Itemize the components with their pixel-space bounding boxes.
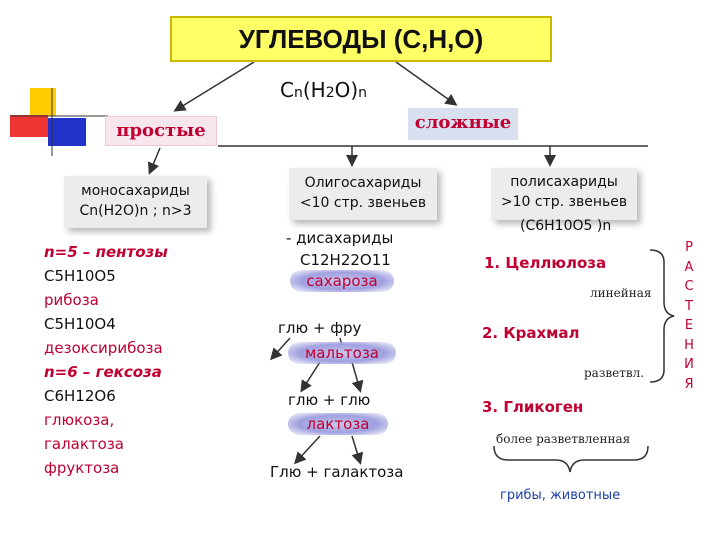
simple-item-formula-c5h10o4: C5H10O4 <box>44 315 116 333</box>
glycogen-note: более разветвленная <box>496 432 631 446</box>
disaccharides-formula: C12H22O11 <box>300 251 391 269</box>
decor-red-square <box>10 115 48 137</box>
oligosaccharides-box: Олигосахариды <10 стр. звеньев <box>289 168 437 220</box>
title-box: УГЛЕВОДЫ (С,Н,О) <box>170 16 552 62</box>
simple-item-fructose: фруктоза <box>44 459 120 477</box>
plants-brace <box>649 249 675 383</box>
simple-item-pentose: n=5 – пентозы <box>44 243 168 261</box>
simple-item-hexose: n=6 – гексоза <box>44 363 162 381</box>
arrow-to-mono <box>147 147 161 175</box>
glycogen-item: 3. Гликоген <box>482 398 584 416</box>
arrow-to-complex <box>395 61 458 106</box>
oligo-title: Олигосахариды <box>304 175 422 191</box>
simple-item-deoxyribose: дезоксирибоза <box>44 339 163 357</box>
arrow-maltose-left <box>300 361 321 393</box>
mono-title: моносахариды <box>81 183 190 199</box>
cellulose-note: линейная <box>590 286 652 300</box>
plants-vertical-label: Р А С Т Е Н И Я <box>680 238 698 394</box>
poly-title: полисахариды <box>510 174 618 190</box>
simple-item-formula-c5h10o5: C5H10O5 <box>44 267 116 285</box>
cellulose-item: 1. Целлюлоза <box>484 254 607 272</box>
mono-formula: Cn(H2O)n ; n>3 <box>79 203 192 219</box>
glu-galactose-label: Глю + галактоза <box>270 463 404 481</box>
polysaccharides-box: полисахариды >10 стр. звеньев <box>491 168 637 220</box>
plants-letter: С <box>684 279 694 294</box>
plants-letter: И <box>684 357 694 372</box>
glu-fru-label: глю + фру <box>278 319 362 337</box>
fungi-animals-label: грибы, животные <box>500 488 621 503</box>
plants-letter: А <box>684 259 694 275</box>
oligo-subtitle: <10 стр. звеньев <box>299 195 427 211</box>
plants-letter: Р <box>685 240 693 255</box>
plants-letter: Е <box>684 318 694 333</box>
decor-blue-square <box>48 118 86 146</box>
simple-item-ribose: рибоза <box>44 291 99 309</box>
monosaccharides-box: моносахариды Cn(H2O)n ; n>3 <box>64 176 207 228</box>
plants-letter: Н <box>684 337 694 353</box>
glu-glu-label: глю + глю <box>288 391 371 409</box>
arrow-lactose-right <box>351 435 364 465</box>
arrow-glu-fru-left <box>269 337 291 361</box>
simple-label: простые <box>105 116 217 146</box>
poly-formula: (C6H10O5 )n <box>520 218 612 234</box>
plants-letter: Я <box>684 376 694 392</box>
arrow-maltose-right <box>351 361 364 393</box>
sucrose-badge: сахароза <box>290 270 394 292</box>
poly-subtitle: >10 стр. звеньев <box>500 194 628 210</box>
simple-item-glucose: глюкоза, <box>44 411 115 429</box>
lactose-badge: лактоза <box>288 413 388 435</box>
maltose-badge: мальтоза <box>288 342 396 364</box>
decorative-squares <box>10 88 108 156</box>
simple-item-formula-c6h12o6: C6H12O6 <box>44 387 116 405</box>
arrow-lactose-left <box>293 435 321 465</box>
disaccharides-label: - дисахариды <box>286 229 394 247</box>
arrow-to-simple <box>173 61 255 112</box>
bottom-brace <box>493 445 649 473</box>
simple-item-galactose: галактоза <box>44 435 124 453</box>
general-formula: Cn(H2O)n <box>280 78 368 102</box>
complex-label: сложные <box>408 108 518 140</box>
starch-note: разветвл. <box>584 366 645 380</box>
plants-letter: Т <box>685 298 693 314</box>
starch-item: 2. Крахмал <box>482 324 580 342</box>
